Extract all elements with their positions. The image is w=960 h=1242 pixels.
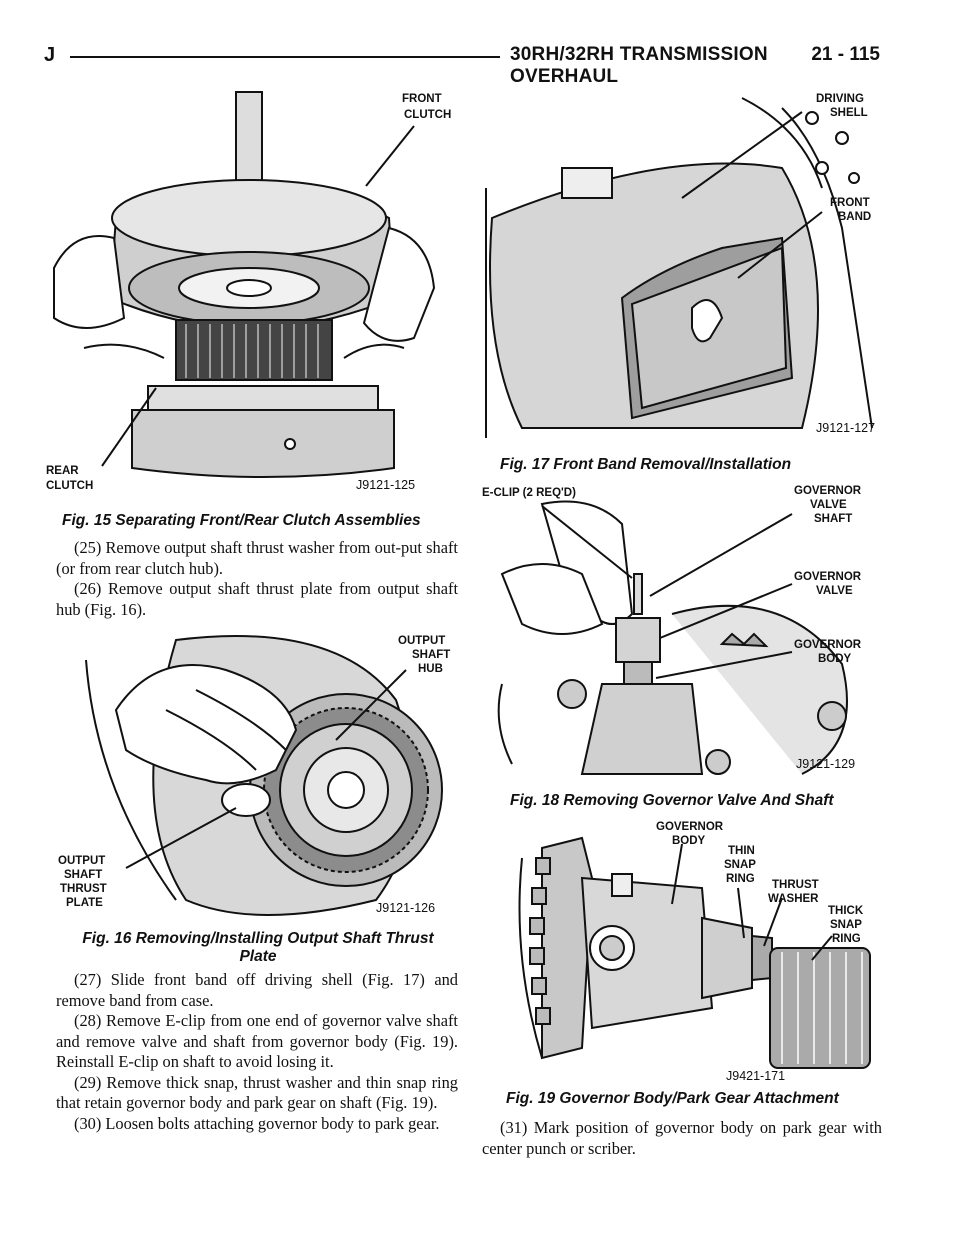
- front-rear-clutch-illustration: FRONT CLUTCH REAR CLUTCH J9121-125: [46, 91, 451, 492]
- fig17-label-band: BAND: [838, 211, 871, 223]
- fig15-caption: Fig. 15 Separating Front/Rear Clutch Ass…: [62, 512, 421, 529]
- fig19-label-snap: SNAP: [724, 859, 756, 871]
- page-title: 30RH/32RH TRANSMISSION OVERHAUL: [510, 44, 768, 87]
- fig19-label-governor: GOVERNOR: [656, 821, 724, 833]
- fig18-label-shaft: SHAFT: [814, 513, 852, 525]
- fig19-label-ring-2: RING: [832, 933, 861, 945]
- fig18-label-valve: VALVE: [810, 499, 847, 511]
- fig16-label-thrust: THRUST: [60, 883, 107, 895]
- fig16-label-shaft: SHAFT: [412, 649, 450, 661]
- step-30: (30) Loosen bolts attaching governor bod…: [74, 1113, 440, 1133]
- fig17-label-driving: DRIVING: [816, 93, 864, 105]
- fig18-label-valve-2: VALVE: [816, 585, 853, 597]
- fig15-label-clutch-2: CLUTCH: [46, 480, 93, 492]
- fig18-label-body: BODY: [818, 653, 852, 665]
- fig15-code: J9121-125: [356, 478, 415, 492]
- fig19-label-thin: THIN: [728, 845, 755, 857]
- fig18-caption: Fig. 18 Removing Governor Valve And Shaf…: [510, 792, 834, 809]
- page-number: 21 - 115: [811, 44, 880, 65]
- step-26: (26) Remove output shaft thrust plate fr…: [56, 579, 458, 619]
- step-28: (28) Remove E-clip from one end of gover…: [56, 1011, 458, 1071]
- header-rule: [70, 56, 500, 58]
- fig19-label-washer: WASHER: [768, 893, 819, 905]
- fig16-caption-line1: Fig. 16 Removing/Installing Output Shaft…: [82, 930, 434, 947]
- fig16-code: J9121-126: [376, 901, 435, 915]
- figure-17: DRIVING SHELL FRONT BAND J9121-127: [482, 88, 882, 440]
- fig18-label-governor-2: GOVERNOR: [794, 571, 862, 583]
- step-29: (29) Remove thick snap, thrust washer an…: [56, 1072, 458, 1113]
- fig17-label-shell: SHELL: [830, 107, 868, 119]
- figure-15: FRONT CLUTCH REAR CLUTCH J9121-125: [44, 88, 454, 498]
- figure-16: OUTPUT SHAFT HUB OUTPUT SHAFT THRUST PLA…: [56, 630, 456, 920]
- fig19-label-thrust: THRUST: [772, 879, 819, 891]
- fig16-label-shaft-2: SHAFT: [64, 869, 102, 881]
- fig18-label-eclip: E-CLIP (2 REQ'D): [482, 487, 576, 499]
- fig19-label-snap-2: SNAP: [830, 919, 862, 931]
- step-31: (31) Mark position of governor body on p…: [482, 1118, 882, 1158]
- fig19-label-thick: THICK: [828, 905, 864, 917]
- figure-18: E-CLIP (2 REQ'D) GOVERNOR VALVE SHAFT GO…: [482, 484, 882, 776]
- fig18-label-governor-3: GOVERNOR: [794, 639, 862, 651]
- fig16-label-output: OUTPUT: [398, 635, 445, 647]
- steps-27-30: (27) Slide front band off driving shell …: [56, 970, 458, 1134]
- section-letter: J: [44, 44, 56, 66]
- step-25: (25) Remove output shaft thrust washer f…: [56, 538, 458, 578]
- fig15-label-front: FRONT: [402, 93, 442, 105]
- steps-25-26: (25) Remove output shaft thrust washer f…: [56, 538, 458, 620]
- front-band-illustration: DRIVING SHELL FRONT BAND J9121-127: [485, 93, 875, 438]
- fig19-label-body: BODY: [672, 835, 706, 847]
- governor-valve-illustration: E-CLIP (2 REQ'D) GOVERNOR VALVE SHAFT GO…: [482, 485, 862, 775]
- output-shaft-thrust-plate-illustration: OUTPUT SHAFT HUB OUTPUT SHAFT THRUST PLA…: [58, 635, 450, 916]
- step-27: (27) Slide front band off driving shell …: [56, 970, 458, 1010]
- fig16-caption-line2: Plate: [239, 948, 277, 965]
- governor-body-park-gear-illustration: GOVERNOR BODY THIN SNAP RING THRUST WASH…: [518, 821, 871, 1083]
- fig16-label-plate: PLATE: [66, 897, 103, 909]
- fig17-label-front: FRONT: [830, 197, 870, 209]
- fig19-code: J9421-171: [726, 1069, 785, 1083]
- fig18-code: J9121-129: [796, 757, 855, 771]
- fig16-caption: Fig. 16 Removing/Installing Output Shaft…: [58, 930, 458, 966]
- fig19-label-ring: RING: [726, 873, 755, 885]
- fig15-label-clutch: CLUTCH: [404, 109, 451, 121]
- fig19-caption: Fig. 19 Governor Body/Park Gear Attachme…: [506, 1090, 839, 1107]
- fig16-label-output-2: OUTPUT: [58, 855, 105, 867]
- fig15-label-rear: REAR: [46, 465, 79, 477]
- fig16-label-hub: HUB: [418, 663, 443, 675]
- figure-19: GOVERNOR BODY THIN SNAP RING THRUST WASH…: [482, 818, 882, 1086]
- fig17-caption: Fig. 17 Front Band Removal/Installation: [500, 456, 792, 473]
- step-31-block: (31) Mark position of governor body on p…: [482, 1118, 882, 1159]
- fig18-label-governor: GOVERNOR: [794, 485, 862, 497]
- fig17-code: J9121-127: [816, 421, 875, 435]
- page-header: J 30RH/32RH TRANSMISSION OVERHAUL 21 - 1…: [44, 44, 880, 87]
